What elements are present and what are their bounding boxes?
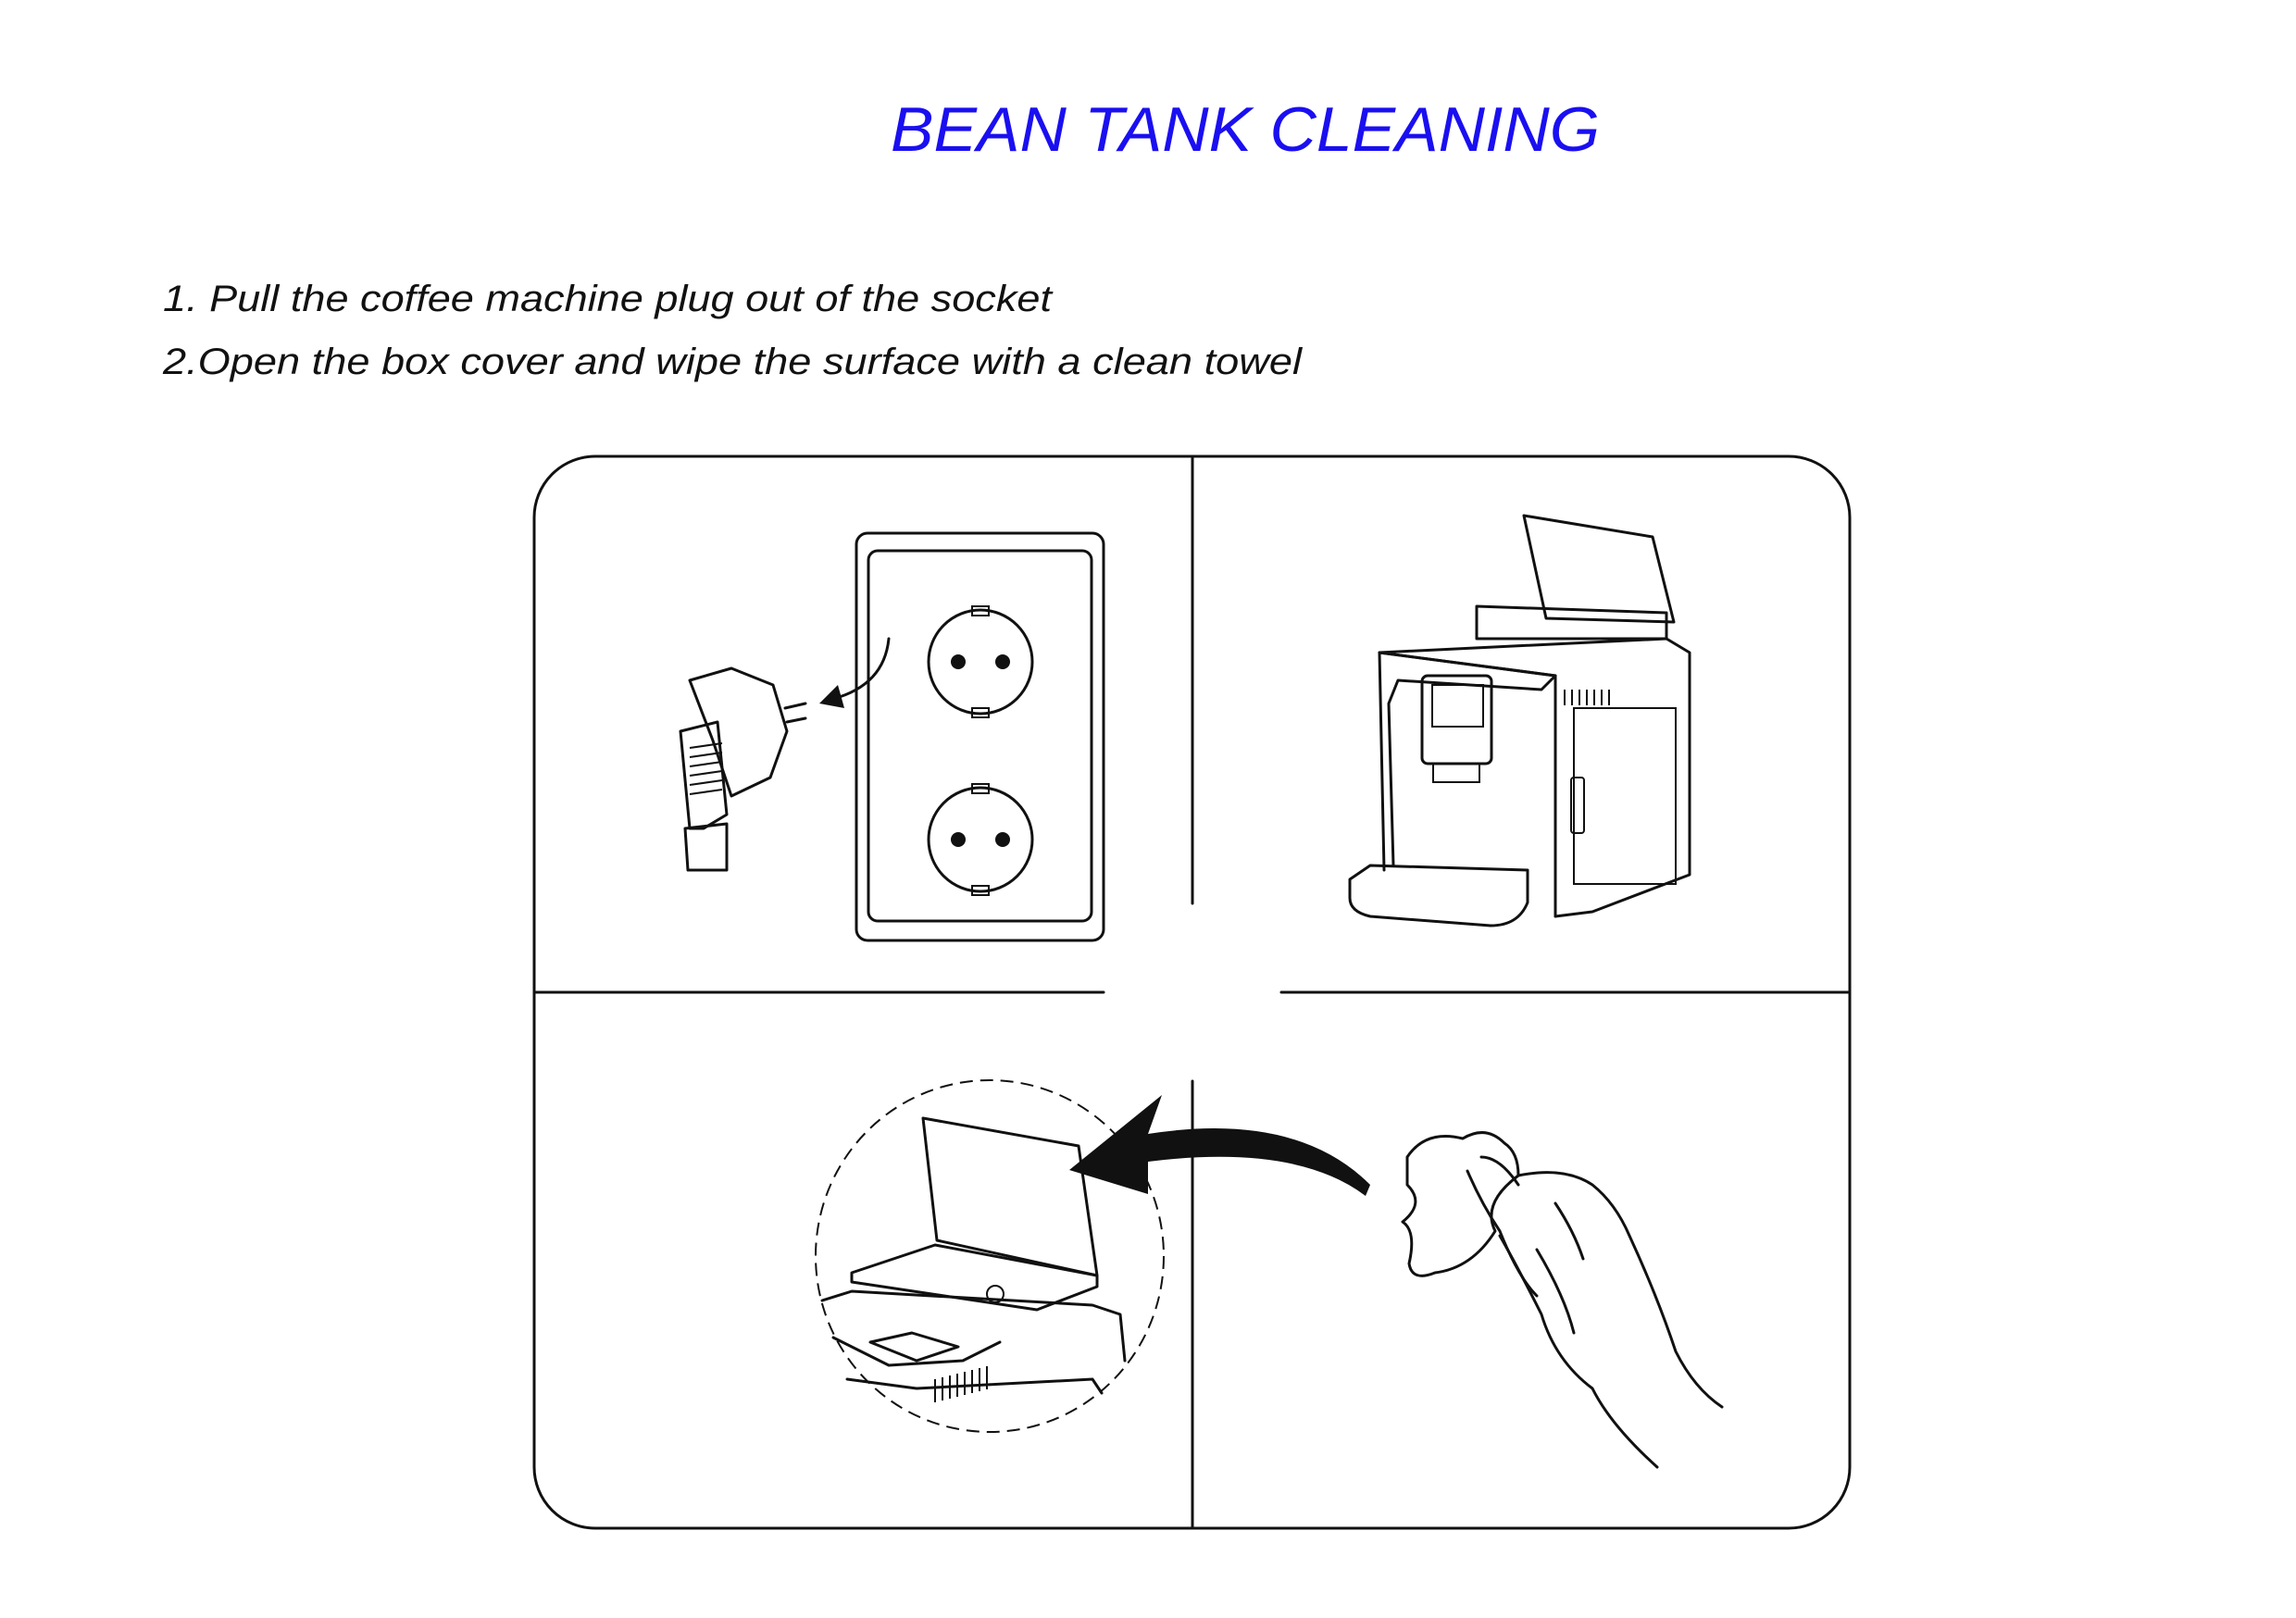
step-1-text: 1. Pull the coffee machine plug out of t… [163,279,1054,319]
bean-tank-open-cover-closeup-illustration [815,1079,1370,1433]
illustration-frame [532,454,1852,1530]
page-title: BEAN TANK CLEANING [891,94,1600,165]
unplug-socket-illustration [679,531,1105,942]
hand-with-towel-illustration [1401,1131,1724,1469]
step-2-text: 2.Open the box cover and wipe the surfac… [162,342,1303,382]
coffee-machine-open-lid-illustration [1348,514,1691,927]
